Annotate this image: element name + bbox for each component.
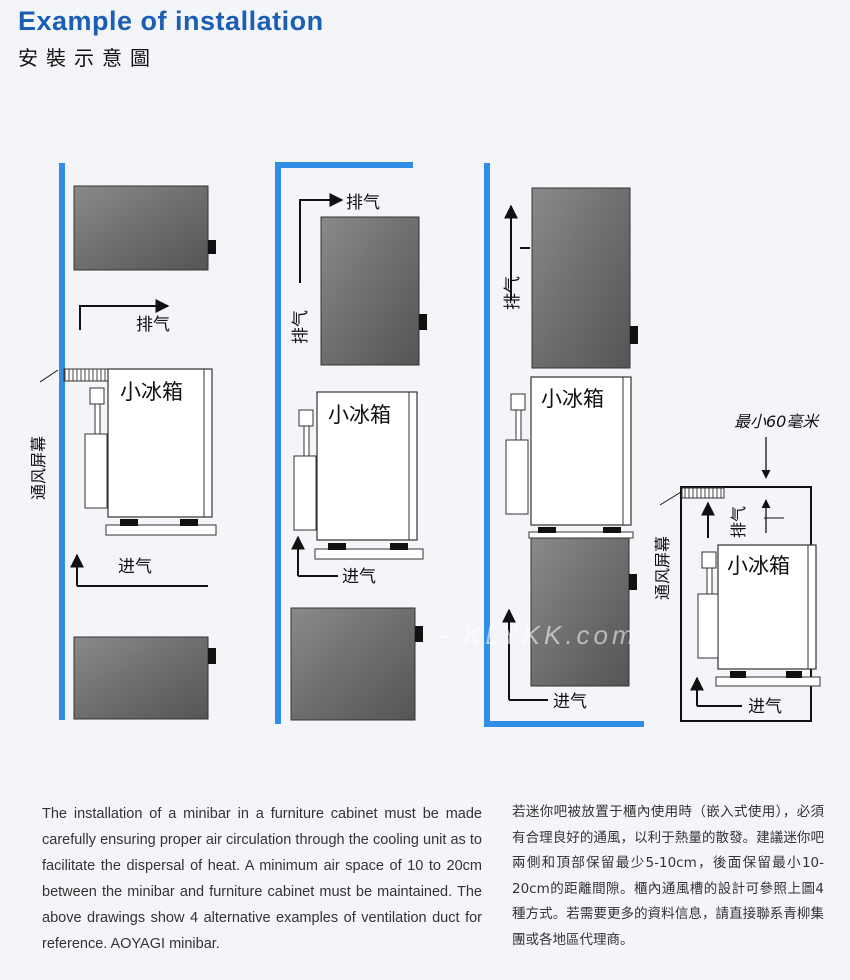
intake-label: 进气 (748, 697, 782, 717)
cabinet-wall (275, 162, 281, 724)
minibar-label: 小冰箱 (328, 403, 391, 427)
watermark: - KLYKK.com (440, 620, 638, 650)
appliance-lower (290, 607, 416, 721)
panel-3: 排气 小冰箱 进气 (484, 163, 644, 727)
exhaust-label: 排气 (346, 193, 380, 213)
panel-4: 最小60毫米 通风屏幕 排气 小冰箱 进气 (653, 412, 821, 722)
description-english: The installation of a minibar in a furni… (42, 806, 482, 952)
intake-label: 进气 (118, 557, 152, 577)
minibar-base (715, 676, 821, 687)
page-title: Example of installation (18, 6, 324, 36)
intake-label: 进气 (342, 567, 376, 587)
minibar-body (530, 376, 632, 526)
vent-screen-label: 通风屏幕 (653, 536, 672, 600)
cabinet-wall-left (484, 163, 490, 727)
intake-label: 进气 (553, 692, 587, 712)
minibar-label: 小冰箱 (120, 380, 183, 404)
exhaust-arrow (299, 193, 344, 283)
vent-grille (63, 368, 109, 382)
cabinet-top (275, 162, 413, 168)
exhaust-label-vertical: 排气 (503, 276, 523, 310)
appliance-lower (73, 636, 209, 720)
minibar-label: 小冰箱 (727, 554, 790, 578)
appliance-upper (320, 216, 420, 366)
cabinet-floor (484, 721, 644, 727)
minibar-body (316, 391, 418, 541)
exhaust-arrow (79, 299, 170, 330)
exhaust-label-vertical: 排气 (729, 506, 748, 538)
vent-screen-label: 通风屏幕 (29, 436, 48, 500)
panel-2: 排气 排气 小冰箱 进气 (275, 162, 427, 724)
description-chinese: 若迷你吧被放置于櫃內使用時（嵌入式使用），必須有合理良好的通風，以利于熱量的散發… (512, 804, 824, 948)
appliance-knob (208, 240, 216, 254)
exhaust-label-vertical: 排气 (291, 310, 311, 344)
minibar-body (107, 368, 213, 518)
exhaust-label: 排气 (136, 315, 170, 335)
vent-grille (681, 487, 725, 499)
installation-diagram: 排气 通风屏幕 小冰箱 进气 排气 排气 小冰箱 (29, 162, 821, 727)
panel-1: 排气 通风屏幕 小冰箱 进气 (29, 163, 217, 720)
page-subtitle: 安裝示意圖 (18, 46, 158, 70)
appliance-lower (530, 537, 630, 687)
minibar-label: 小冰箱 (541, 387, 604, 411)
minibar-body (717, 544, 817, 670)
appliance-upper (73, 185, 209, 271)
min-gap-label: 最小60毫米 (734, 412, 820, 431)
minibar-base (314, 548, 424, 560)
cabinet-wall (59, 163, 65, 720)
appliance-upper (531, 187, 631, 369)
minibar-base (105, 524, 217, 536)
